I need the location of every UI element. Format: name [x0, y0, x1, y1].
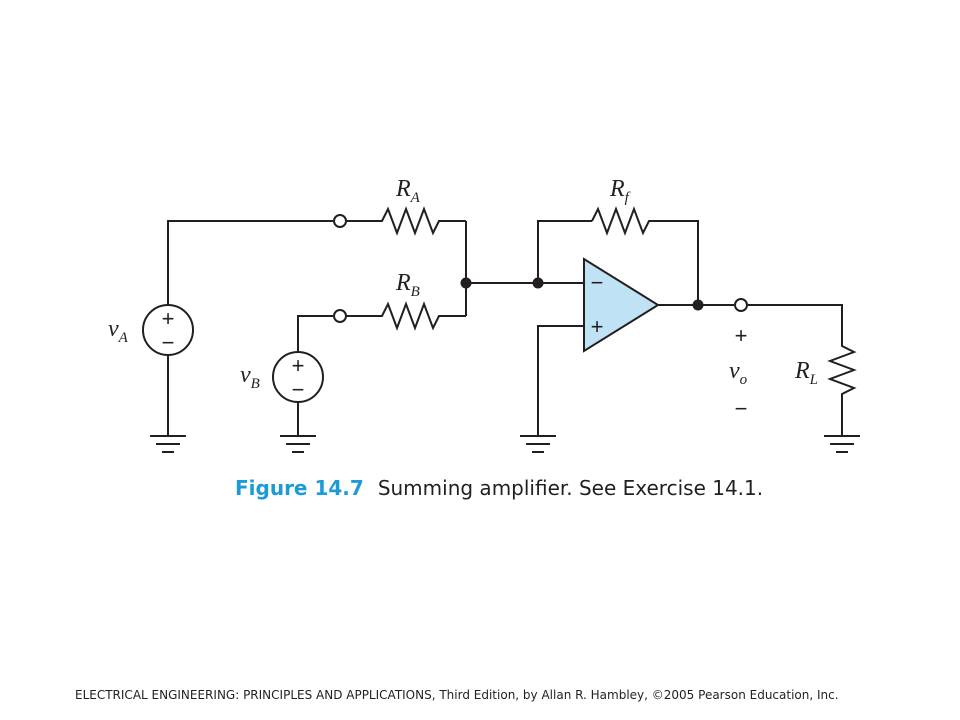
- junction-output: [692, 299, 704, 311]
- ground-load: [824, 435, 860, 453]
- source-va-circle: [142, 304, 194, 356]
- wire-noninverting: [537, 325, 584, 436]
- label-vb: vB: [240, 362, 260, 392]
- output-plus: +: [735, 323, 748, 348]
- op-amp-body: [583, 257, 660, 353]
- caption-text: Summing amplifier. See Exercise 14.1.: [377, 476, 764, 500]
- ground-vb: [280, 435, 316, 453]
- source-va: + −: [142, 304, 194, 356]
- label-va: vA: [108, 316, 129, 346]
- label-rf: Rf: [609, 176, 631, 206]
- ground-va: [150, 435, 186, 453]
- op-amp: − +: [583, 257, 660, 353]
- op-amp-plus: +: [591, 314, 604, 339]
- ground-opamp: [520, 435, 556, 453]
- label-rl: RL: [794, 358, 818, 388]
- op-amp-minus: −: [591, 270, 604, 295]
- label-ra: RA: [395, 176, 421, 206]
- figure-caption: Figure 14.7 Summing amplifier. See Exerci…: [235, 476, 935, 500]
- wire-vb-top: [297, 315, 333, 352]
- feedback-wire-left: [537, 220, 592, 283]
- source-vb: + −: [272, 351, 324, 403]
- output-minus: −: [735, 396, 748, 421]
- terminal-a: [333, 214, 347, 228]
- source-vb-minus: −: [292, 377, 305, 402]
- junction-summing: [460, 277, 472, 289]
- resistor-ra: [346, 206, 466, 236]
- terminal-b: [333, 309, 347, 323]
- wire-va-top: [167, 220, 333, 330]
- label-rb: RB: [395, 270, 420, 300]
- resistor-rb: [346, 301, 466, 331]
- source-va-plus: +: [162, 306, 175, 331]
- source-va-minus: −: [162, 330, 175, 355]
- figure-number: Figure 14.7: [235, 476, 364, 500]
- terminal-output: [734, 298, 748, 312]
- label-vo: vo: [729, 358, 748, 388]
- copyright-footer: ELECTRICAL ENGINEERING: PRINCIPLES AND A…: [75, 688, 839, 702]
- resistor-rl: [747, 304, 857, 436]
- resistor-rf: [591, 206, 699, 305]
- source-vb-circle: [272, 351, 324, 403]
- source-vb-plus: +: [292, 353, 305, 378]
